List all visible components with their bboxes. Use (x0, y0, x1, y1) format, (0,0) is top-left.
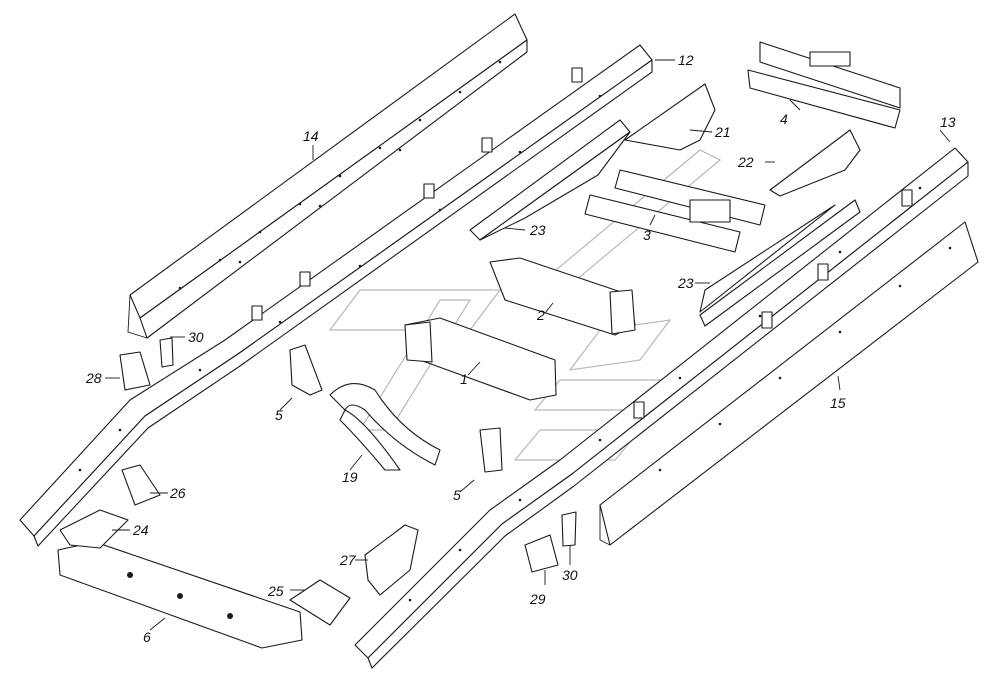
part-5-bracket-a (289, 344, 323, 396)
callout-labels: 1 2 3 4 5 5 6 12 13 14 15 19 21 22 23 23… (85, 52, 956, 645)
callout-1: 1 (460, 371, 468, 387)
part-25-bracket (289, 579, 351, 626)
part-19-arch (329, 383, 441, 471)
callout-4: 4 (780, 111, 788, 127)
callout-28: 28 (85, 370, 102, 386)
part-2-cross-bracket (489, 257, 636, 336)
callout-27: 27 (339, 552, 357, 568)
callout-21: 21 (714, 124, 731, 140)
part-6-front-crossmember (57, 541, 303, 649)
part-4-rear-crossmember (747, 41, 901, 129)
callout-14: 14 (303, 128, 319, 144)
callout-3: 3 (643, 227, 651, 243)
part-28-bracket (119, 351, 151, 391)
part-29-bracket (524, 534, 559, 573)
callout-5-b: 5 (453, 487, 461, 503)
part-22-gusset-plate (769, 129, 861, 197)
callout-24: 24 (132, 522, 149, 538)
part-21-gusset-plate (624, 83, 716, 151)
callout-30-b: 30 (562, 567, 578, 583)
callout-5-a: 5 (275, 407, 283, 423)
part-3-crossmember (584, 169, 766, 253)
part-13-right-rail (354, 147, 969, 669)
part-26-bracket (121, 464, 161, 506)
part-24-bracket (59, 509, 129, 549)
callout-22: 22 (737, 154, 754, 170)
callout-30-a: 30 (188, 329, 204, 345)
part-12-left-rail (19, 44, 653, 547)
callout-19: 19 (342, 469, 358, 485)
part-23-left-reinforcement (469, 119, 631, 241)
callout-23-b: 23 (677, 275, 694, 291)
part-23-right-reinforcement (699, 199, 861, 327)
callout-2: 2 (536, 307, 545, 323)
callout-6: 6 (143, 629, 151, 645)
leader-lines (105, 59, 951, 631)
callout-12: 12 (678, 52, 694, 68)
part-5-bracket-b (479, 427, 503, 473)
callout-29: 29 (529, 591, 546, 607)
callout-15: 15 (830, 395, 846, 411)
callout-13: 13 (940, 114, 956, 130)
part-30-clip-a (159, 337, 174, 368)
part-30-clip-b (561, 511, 577, 547)
callout-26: 26 (169, 485, 186, 501)
part-1-cross-bracket (404, 317, 557, 401)
part-27-bracket (364, 524, 419, 596)
callout-25: 25 (267, 583, 284, 599)
part-14-side-panel (127, 13, 528, 339)
callout-23-a: 23 (529, 222, 546, 238)
part-15-side-panel (599, 221, 979, 546)
